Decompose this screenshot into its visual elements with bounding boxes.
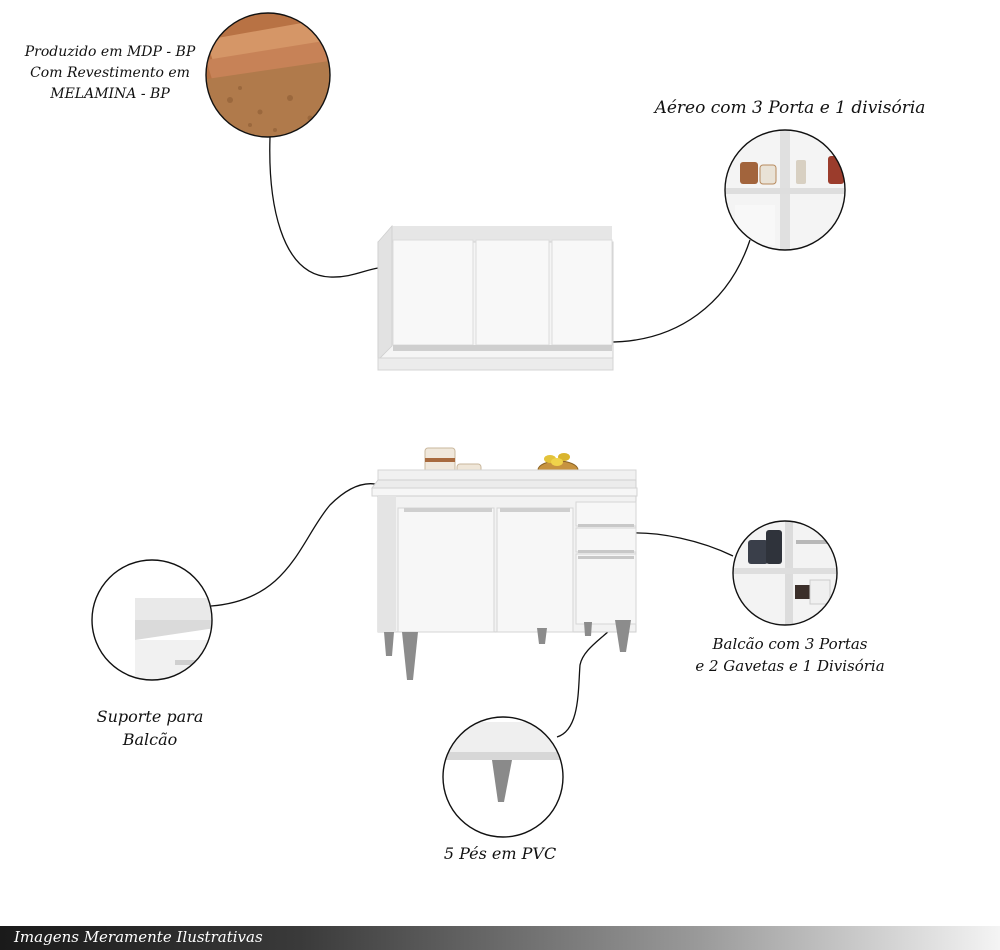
material-label: Produzido em MDP - BP Com Revestimento e… — [20, 42, 200, 105]
base-cabinet — [371, 447, 638, 680]
suporte-label-line-2: Balcão — [122, 730, 178, 749]
balcao-label-line-2: e 2 Gavetas e 1 Divisória — [695, 657, 885, 675]
wall-cabinet — [377, 224, 614, 371]
callout-line-pes — [556, 627, 613, 738]
aereo-label: Aéreo com 3 Porta e 1 divisória — [640, 97, 940, 119]
callout-line-aereo — [599, 239, 751, 343]
aereo-label-text: Aéreo com 3 Porta e 1 divisória — [654, 98, 926, 118]
suporte-label-line-1: Suporte para — [96, 707, 204, 726]
pes-label-text: 5 Pés em PVC — [443, 844, 557, 863]
balcao-zoom — [732, 520, 838, 626]
material-label-line-2: Com Revestimento em — [30, 65, 190, 81]
pes-label: 5 Pés em PVC — [400, 843, 600, 865]
legs — [384, 620, 631, 680]
aereo-zoom — [724, 129, 846, 251]
footer-bar: Imagens Meramente Ilustrativas — [0, 926, 1000, 950]
callout-lines — [210, 136, 751, 738]
material-label-line-3: MELAMINA - BP — [50, 86, 170, 102]
callout-line-balcao — [629, 532, 734, 557]
callout-line-material — [269, 136, 379, 278]
material-label-line-1: Produzido em MDP - BP — [24, 44, 196, 60]
suporte-label: Suporte para Balcão — [70, 705, 230, 751]
material-zoom — [205, 12, 331, 138]
footer-text: Imagens Meramente Ilustrativas — [14, 928, 263, 946]
callout-line-suporte — [210, 483, 376, 607]
balcao-label: Balcão com 3 Portas e 2 Gavetas e 1 Divi… — [670, 633, 910, 677]
balcao-label-line-1: Balcão com 3 Portas — [712, 635, 868, 653]
suporte-zoom — [91, 559, 213, 681]
pes-zoom — [442, 716, 564, 838]
